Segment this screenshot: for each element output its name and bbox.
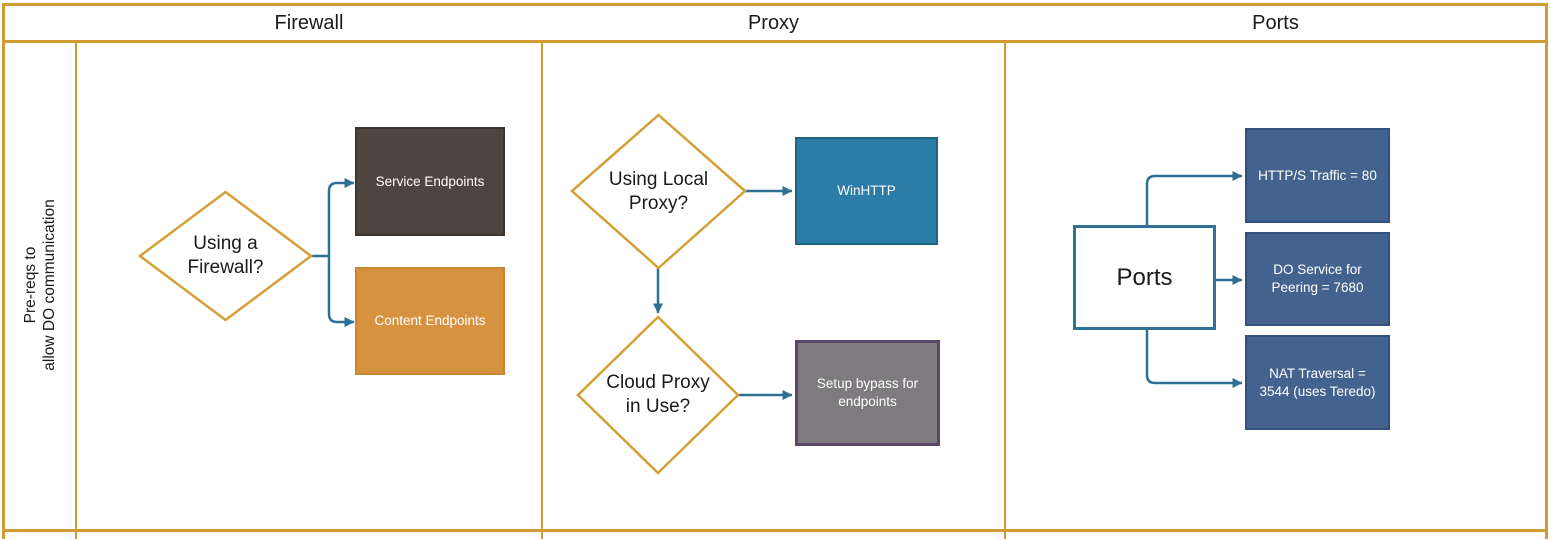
decision-label-using-local-proxy: Using Local Proxy?	[608, 168, 709, 214]
bottom-row-divider	[2, 529, 1548, 532]
table-border-left	[2, 3, 5, 539]
box-ports-source: Ports	[1073, 225, 1216, 330]
box-nat-traversal: NAT Traversal = 3544 (uses Teredo)	[1245, 335, 1390, 430]
box-nat-traversal-label: NAT Traversal = 3544 (uses Teredo)	[1259, 365, 1376, 399]
decision-diamond-using-firewall	[137, 190, 314, 322]
decision-diamond-using-local-proxy	[570, 113, 747, 270]
column-divider-firewall-proxy	[541, 43, 543, 539]
decision-label-cloud-proxy: Cloud Proxy in Use?	[606, 372, 710, 417]
table-border-right	[1545, 3, 1548, 539]
column-divider-proxy-ports	[1004, 43, 1006, 539]
lane-header-firewall: Firewall	[274, 11, 344, 34]
connector-ports-to-http	[1145, 171, 1243, 225]
decision-diamond-cloud-proxy	[576, 315, 740, 475]
connector-firewall-to-content	[327, 256, 355, 327]
connector-firewall-to-service	[327, 178, 355, 256]
box-winhttp-label: WinHTTP	[837, 183, 896, 199]
box-winhttp: WinHTTP	[795, 137, 938, 245]
decision-label-using-firewall: Using a Firewall?	[187, 233, 264, 278]
lane-header-proxy: Proxy	[747, 11, 800, 34]
connector-ports-to-nat	[1145, 330, 1243, 388]
row-label-prereqs: Pre-reqs to allow DO communication	[21, 199, 58, 371]
box-http-traffic-label: HTTP/S Traffic = 80	[1258, 167, 1377, 183]
box-content-endpoints-label: Content Endpoints	[374, 313, 486, 329]
box-do-service-peering-label: DO Service for Peering = 7680	[1271, 262, 1364, 295]
box-setup-bypass-label: Setup bypass for endpoints	[816, 376, 919, 409]
box-http-traffic: HTTP/S Traffic = 80	[1245, 128, 1390, 223]
box-setup-bypass: Setup bypass for endpoints	[795, 340, 940, 446]
box-content-endpoints: Content Endpoints	[355, 267, 505, 375]
lane-header-ports: Ports	[1252, 11, 1299, 34]
column-divider-sidebar	[75, 43, 77, 539]
box-service-endpoints: Service Endpoints	[355, 127, 505, 236]
box-do-service-peering: DO Service for Peering = 7680	[1245, 232, 1390, 326]
table-border-top	[2, 3, 1547, 6]
box-ports-source-label: Ports	[1116, 263, 1173, 291]
box-service-endpoints-label: Service Endpoints	[375, 173, 485, 189]
header-row-divider	[2, 40, 1548, 43]
